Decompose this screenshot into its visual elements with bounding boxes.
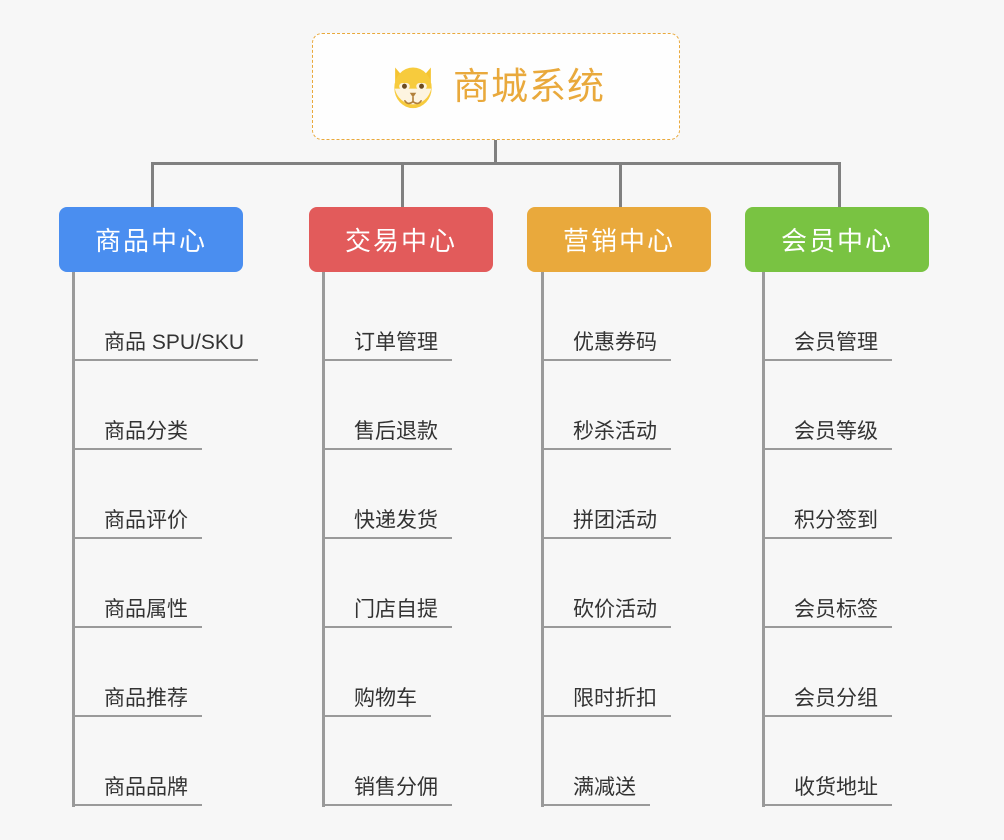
leaf-list-4: 会员管理 会员等级 积分签到 会员标签 会员分组 收货地址 xyxy=(762,272,892,806)
leaf-label: 优惠券码 xyxy=(541,331,671,361)
list-item[interactable]: 商品推荐 xyxy=(72,628,258,717)
list-item[interactable]: 销售分佣 xyxy=(322,717,452,806)
list-item[interactable]: 秒杀活动 xyxy=(541,361,671,450)
leaf-label: 销售分佣 xyxy=(322,776,452,806)
branch-trunk-1 xyxy=(72,272,75,807)
list-item[interactable]: 会员分组 xyxy=(762,628,892,717)
list-item[interactable]: 订单管理 xyxy=(322,272,452,361)
list-item[interactable]: 售后退款 xyxy=(322,361,452,450)
list-item[interactable]: 会员管理 xyxy=(762,272,892,361)
connector-drop-branch-1 xyxy=(151,162,154,207)
shiba-inu-dog-face-icon xyxy=(394,67,432,108)
list-item[interactable]: 门店自提 xyxy=(322,539,452,628)
connector-horizontal-bus xyxy=(151,162,841,165)
list-item[interactable]: 满减送 xyxy=(541,717,671,806)
leaf-label: 商品推荐 xyxy=(72,687,202,717)
leaf-label: 会员标签 xyxy=(762,598,892,628)
connector-root-drop xyxy=(494,140,497,164)
category-label-1: 商品中心 xyxy=(94,226,207,256)
category-box-4[interactable]: 会员中心 xyxy=(745,207,929,272)
leaf-list-3: 优惠券码 秒杀活动 拼团活动 砍价活动 限时折扣 满减送 xyxy=(541,272,671,806)
list-item[interactable]: 快递发货 xyxy=(322,450,452,539)
leaf-label: 商品品牌 xyxy=(72,776,202,806)
leaf-list-2: 订单管理 售后退款 快递发货 门店自提 购物车 销售分佣 xyxy=(322,272,452,806)
leaf-label: 订单管理 xyxy=(322,331,452,361)
list-item[interactable]: 收货地址 xyxy=(762,717,892,806)
list-item[interactable]: 商品分类 xyxy=(72,361,258,450)
list-item[interactable]: 会员等级 xyxy=(762,361,892,450)
leaf-label: 收货地址 xyxy=(762,776,892,806)
leaf-label: 商品 SPU/SKU xyxy=(72,331,259,361)
category-box-2[interactable]: 交易中心 xyxy=(309,207,493,272)
list-item[interactable]: 优惠券码 xyxy=(541,272,671,361)
leaf-label: 购物车 xyxy=(322,687,431,717)
list-item[interactable]: 砍价活动 xyxy=(541,539,671,628)
leaf-label: 快递发货 xyxy=(322,509,452,539)
connector-drop-branch-4 xyxy=(838,162,841,207)
category-label-2: 交易中心 xyxy=(344,226,457,256)
leaf-label: 售后退款 xyxy=(322,420,452,450)
list-item[interactable]: 商品属性 xyxy=(72,539,258,628)
list-item[interactable]: 商品评价 xyxy=(72,450,258,539)
list-item[interactable]: 商品品牌 xyxy=(72,717,258,806)
leaf-label: 限时折扣 xyxy=(541,687,671,717)
category-box-1[interactable]: 商品中心 xyxy=(59,207,243,272)
branch-trunk-2 xyxy=(322,272,325,807)
leaf-label: 会员管理 xyxy=(762,331,892,361)
leaf-label: 满减送 xyxy=(541,776,650,806)
leaf-label: 积分签到 xyxy=(762,509,892,539)
root-title: 商城系统 xyxy=(453,66,605,107)
leaf-label: 会员等级 xyxy=(762,420,892,450)
leaf-label: 商品属性 xyxy=(72,598,202,628)
branch-trunk-3 xyxy=(541,272,544,807)
list-item[interactable]: 积分签到 xyxy=(762,450,892,539)
leaf-label: 门店自提 xyxy=(322,598,452,628)
category-label-4: 会员中心 xyxy=(780,226,893,256)
leaf-label: 秒杀活动 xyxy=(541,420,671,450)
leaf-list-1: 商品 SPU/SKU 商品分类 商品评价 商品属性 商品推荐 商品品牌 xyxy=(72,272,259,806)
leaf-label: 拼团活动 xyxy=(541,509,671,539)
leaf-label: 会员分组 xyxy=(762,687,892,717)
leaf-label: 商品分类 xyxy=(72,420,202,450)
connector-drop-branch-3 xyxy=(619,162,622,207)
list-item[interactable]: 限时折扣 xyxy=(541,628,671,717)
list-item[interactable]: 拼团活动 xyxy=(541,450,671,539)
category-label-3: 营销中心 xyxy=(562,226,675,256)
list-item[interactable]: 会员标签 xyxy=(762,539,892,628)
root-node[interactable]: 商城系统 xyxy=(312,33,680,140)
list-item[interactable]: 购物车 xyxy=(322,628,452,717)
root-node-content: 商城系统 xyxy=(387,61,605,113)
list-item[interactable]: 商品 SPU/SKU xyxy=(72,272,259,361)
branch-trunk-4 xyxy=(762,272,765,807)
category-box-3[interactable]: 营销中心 xyxy=(527,207,711,272)
leaf-label: 商品评价 xyxy=(72,509,202,539)
connector-drop-branch-2 xyxy=(401,162,404,207)
leaf-label: 砍价活动 xyxy=(541,598,671,628)
